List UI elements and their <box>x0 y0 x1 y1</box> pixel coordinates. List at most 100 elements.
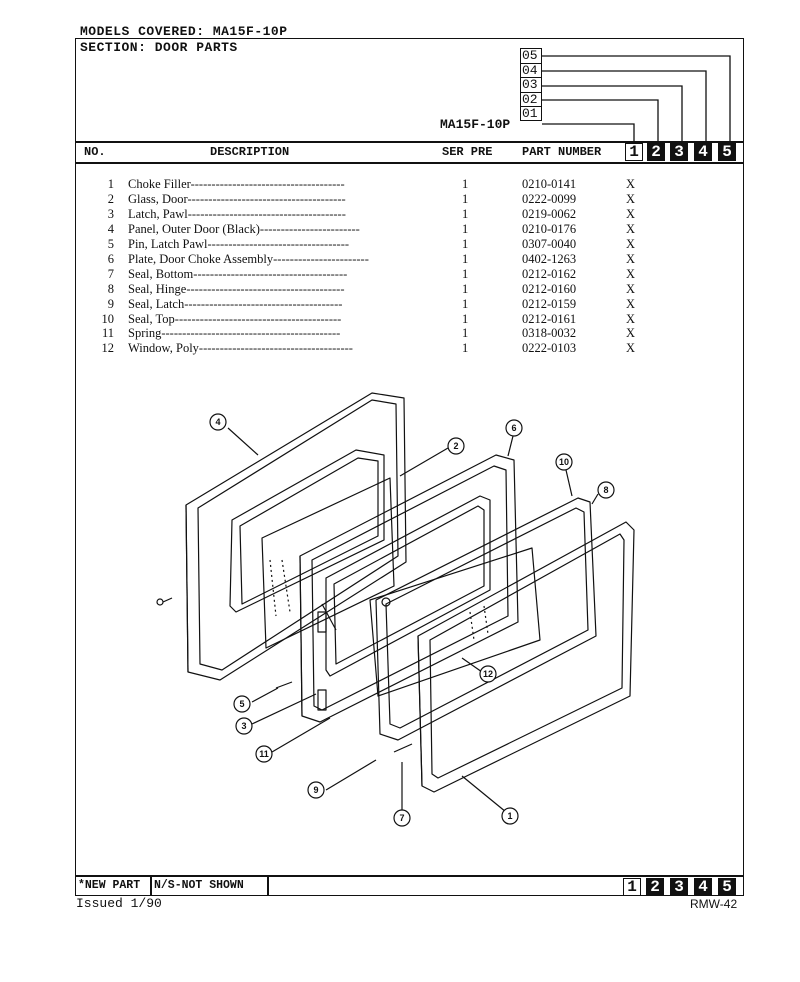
row-description: Panel, Outer Door (Black)---------------… <box>128 222 360 236</box>
not-shown-legend: N/S-NOT SHOWN <box>154 879 244 892</box>
svg-text:1: 1 <box>507 811 512 821</box>
row-ser-pre: 1 <box>462 177 469 191</box>
table-row: 10 Seal, Top----------------------------… <box>0 312 800 327</box>
svg-text:4: 4 <box>215 417 220 427</box>
row-part-number: 0210-0176 <box>522 222 577 236</box>
row-ser-pre: 1 <box>462 341 469 355</box>
row-description: Seal, Bottom----------------------------… <box>128 267 348 281</box>
row-description: Pin, Latch Pawl-------------------------… <box>128 237 350 251</box>
row-part-number: 0212-0160 <box>522 282 577 296</box>
callout-7: 7 <box>393 809 411 827</box>
footer-model-box: 1 <box>623 878 641 896</box>
row-ser-pre: 1 <box>462 297 469 311</box>
model-column-box: 2 <box>647 143 665 161</box>
row-description: Seal, Hinge-----------------------------… <box>128 282 345 296</box>
latch-pawl-icon <box>381 597 391 607</box>
row-model-mark: X <box>626 237 636 251</box>
row-description: Spring----------------------------------… <box>128 326 341 340</box>
table-row: 3 Latch, Pawl---------------------------… <box>0 207 800 222</box>
row-description: Choke Filler----------------------------… <box>128 177 345 191</box>
col-header-description: DESCRIPTION <box>210 145 290 159</box>
row-model-mark: X <box>626 282 636 296</box>
col-header-no: NO. <box>84 145 106 159</box>
serial-code: 04 <box>520 62 542 77</box>
svg-text:11: 11 <box>259 749 269 759</box>
row-model-mark: X <box>626 222 636 236</box>
row-no: 11 <box>101 326 114 340</box>
row-ser-pre: 1 <box>462 207 469 221</box>
row-description: Seal, Top-------------------------------… <box>128 312 342 326</box>
outer-seal-frame <box>417 521 635 793</box>
row-no: 12 <box>101 341 115 355</box>
row-ser-pre: 1 <box>462 312 469 326</box>
row-part-number: 0219-0062 <box>522 207 577 221</box>
row-part-number: 0222-0099 <box>522 192 577 206</box>
row-no: 3 <box>107 207 114 221</box>
row-no: 5 <box>107 237 114 251</box>
row-no: 10 <box>101 312 115 326</box>
page-frame <box>75 38 744 876</box>
poly-window <box>369 547 541 697</box>
row-ser-pre: 1 <box>462 282 469 296</box>
row-description: Glass, Door-----------------------------… <box>128 192 346 206</box>
row-model-mark: X <box>626 192 636 206</box>
row-description: Seal, Latch-----------------------------… <box>128 297 343 311</box>
row-part-number: 0222-0103 <box>522 341 577 355</box>
svg-text:7: 7 <box>399 813 404 823</box>
svg-text:10: 10 <box>559 457 569 467</box>
callout-3: 3 <box>235 717 253 735</box>
section-title: SECTION: DOOR PARTS <box>80 40 238 55</box>
row-ser-pre: 1 <box>462 267 469 281</box>
table-row: 9 Seal, Latch---------------------------… <box>0 297 800 312</box>
screw-icon <box>156 598 164 606</box>
callout-6: 6 <box>505 419 523 437</box>
table-row: 12 Window, Poly-------------------------… <box>0 341 800 356</box>
outer-door-panel <box>185 392 407 681</box>
callout-11: 11 <box>255 745 273 763</box>
callout-5: 5 <box>233 695 251 713</box>
row-part-number: 0318-0032 <box>522 326 577 340</box>
row-description: Latch, Pawl-----------------------------… <box>128 207 346 221</box>
table-row: 5 Pin, Latch Pawl-----------------------… <box>0 237 800 252</box>
row-no: 1 <box>107 177 114 191</box>
footer-divider <box>267 876 269 896</box>
table-row: 11 Spring-------------------------------… <box>0 326 800 341</box>
row-part-number: 0212-0159 <box>522 297 577 311</box>
row-no: 2 <box>107 192 114 206</box>
callout-9: 9 <box>307 781 325 799</box>
row-ser-pre: 1 <box>462 326 469 340</box>
callout-12: 12 <box>479 665 497 683</box>
footer-model-box: 2 <box>646 878 664 896</box>
row-ser-pre: 1 <box>462 252 469 266</box>
model-column-box: 3 <box>670 143 688 161</box>
table-row: 4 Panel, Outer Door (Black)-------------… <box>0 222 800 237</box>
model-column-box: 1 <box>625 143 643 161</box>
serial-code-column: 05 04 03 02 01 <box>520 48 542 121</box>
header-rule-top <box>75 141 744 143</box>
issued-date: Issued 1/90 <box>76 896 162 911</box>
table-row: 6 Plate, Door Choke Assembly------------… <box>0 252 800 267</box>
svg-text:6: 6 <box>511 423 516 433</box>
callout-10: 10 <box>555 453 573 471</box>
row-part-number: 0210-0141 <box>522 177 577 191</box>
row-model-mark: X <box>626 326 636 340</box>
svg-text:8: 8 <box>603 485 608 495</box>
table-row: 1 Choke Filler--------------------------… <box>0 177 800 192</box>
callout-4: 4 <box>209 413 227 431</box>
model-label: MA15F-10P <box>440 117 511 132</box>
models-covered: MODELS COVERED: MA15F-10P <box>80 24 288 39</box>
header-rule-bottom <box>75 162 744 164</box>
footer-model-box: 3 <box>670 878 688 896</box>
row-model-mark: X <box>626 312 636 326</box>
new-part-legend: *NEW PART <box>78 879 141 892</box>
serial-code: 01 <box>520 106 542 121</box>
callout-1: 1 <box>501 807 519 825</box>
row-model-mark: X <box>626 177 636 191</box>
svg-text:5: 5 <box>239 699 244 709</box>
row-model-mark: X <box>626 297 636 311</box>
table-row: 8 Seal, Hinge---------------------------… <box>0 282 800 297</box>
hinge-seal-frame <box>375 497 597 741</box>
model-column-box: 4 <box>694 143 712 161</box>
footer-divider <box>150 876 152 896</box>
